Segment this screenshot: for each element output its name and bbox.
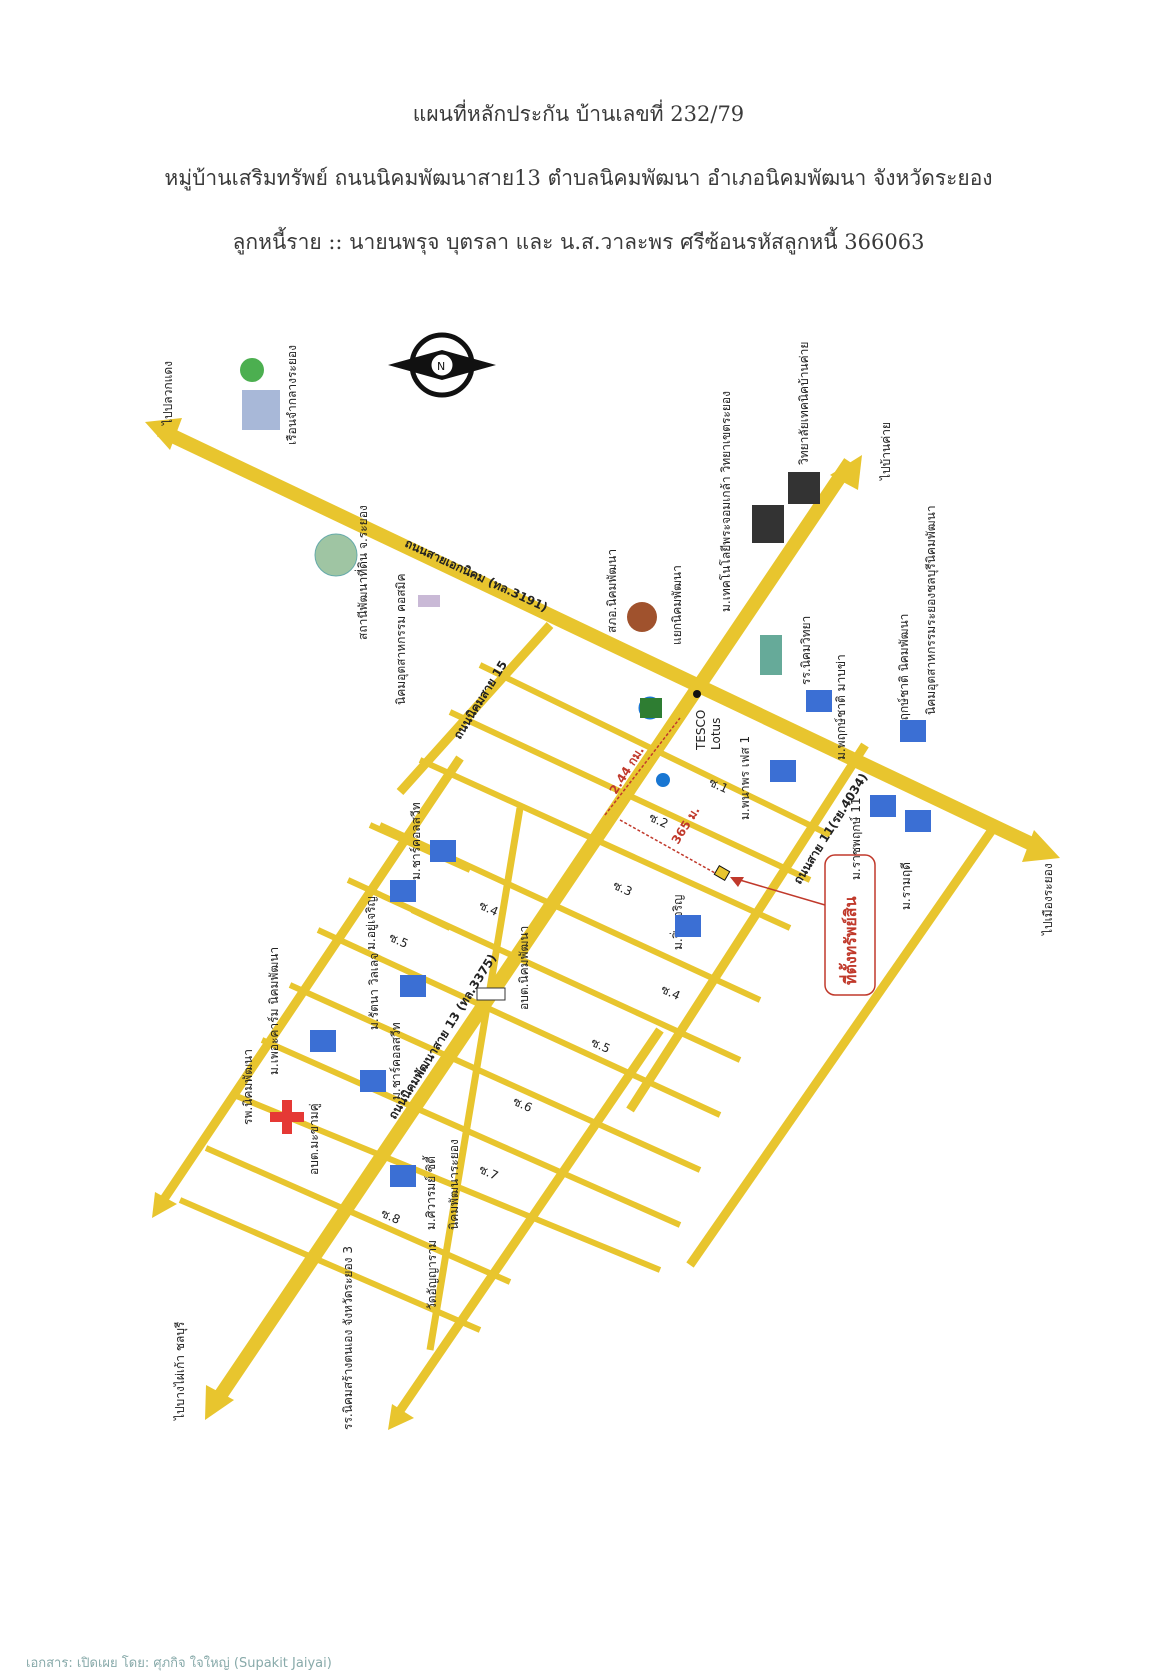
soi-label: ซ.5 [387,930,411,951]
arrow-icon [145,418,182,450]
road-13 [205,455,862,1420]
direction-pluakdaeng: ไปปลวกแดง [161,361,175,426]
house-icon [900,720,926,742]
landmark-landdev: สถานีพัฒนาที่ดิน จ.ระยอง [354,505,370,640]
village-icons [310,690,931,1187]
property-label: ที่ตั้งทรัพย์สิน [838,896,860,985]
distance-line-1 [604,717,681,816]
tesco-label: TESCO [694,710,708,751]
seal-icon [314,533,358,577]
soi-label: ซ.6 [511,1094,535,1115]
landmark-hospital: รพ.นิคมพัฒนา [241,1049,255,1125]
arrow-icon [205,1385,234,1420]
university-icon [752,505,784,543]
arrow-icon [388,1404,414,1430]
factory-icon [418,595,440,607]
map-debtor: ลูกหนี้ราย :: นายนพรุจ บุตรลา และ น.ส.วา… [232,230,925,254]
landmark-obt-makham: อบต.มะขามคู่ [307,1103,322,1175]
landmark-industrial: นิคมอุตสาหกรรมระยองชลบุรีนิคมพัฒนา [924,505,939,715]
direction-rayong: ไปเมืองระยอง [1041,863,1055,936]
house-icon [905,810,931,832]
landmark-kmitl: ม.เทคโนโลยีพระจอมเกล้า วิทยาเขตระยอง [719,391,733,612]
property-callout [824,854,876,996]
landmark-ratchapruk: ม.ราชพฤกษ์ 11 [849,798,863,881]
main-highway [145,418,1060,862]
junction-dot [693,690,701,698]
house-icon [390,1165,416,1187]
landmark-police: สภอ.นิคมพัฒนา [605,549,619,633]
landmark-nikomschool: รร.นิคมวิทยา [799,616,813,685]
soi-label: ซ.1 [707,775,731,796]
police-icon [627,602,657,632]
soi-label: ซ.7 [477,1162,501,1183]
landmark-temple: วัดอัญญาราม [425,1240,439,1310]
soi-label: ซ.3 [611,878,635,899]
landmark-obt-nikom: อบต.นิคมพัฒนา [517,926,531,1010]
lotus-label: Lotus [709,718,723,750]
landmark-charcoal: ม.ชาร์คอลสวีท [409,802,423,880]
landmark-pruksa-mapkha: ม.พฤกษ์ชาติ มาบข่า [834,654,848,760]
house-icon [310,1030,336,1052]
fuel-icon [656,773,670,787]
compass-icon: N [388,332,496,398]
arrow-icon [1022,830,1060,862]
landmark-junction: แยกนิคมพัฒนา [670,565,684,645]
landmark-school3: รร.นิคมสร้างตนเอง จังหวัดระยอง 3 [341,1246,355,1430]
direction-chonburi: ไปบางไผ่เก้า ชลบุรี [173,1321,188,1421]
soi-label: ซ.4 [477,898,501,919]
svg-text:N: N [437,360,445,373]
prison-icon [240,358,280,430]
house-icon [390,880,416,902]
landmark-prison: เรือนจำกลางระยอง [285,345,299,445]
house-icon [675,915,701,937]
bank-icon [640,698,662,718]
landmark-techcollege: วิทยาลัยเทคนิคบ้านค่าย [797,342,811,466]
house-icon [400,975,426,997]
house-icon [870,795,896,817]
landmark-perfect: ม.เพอะคาร์ม นิคมพัฒนา [267,947,281,1075]
landmark-charcoal-2: ม.ชาร์คอลสวีท [389,1022,403,1100]
landmark-nikomrayong: นิคมพัฒนาระยอง [447,1139,461,1230]
hospital-cross-icon [270,1100,304,1134]
house-icon [806,690,832,712]
soi-label: ซ.5 [589,1035,613,1056]
arrow-icon [152,1192,177,1218]
house-icon [430,840,456,862]
landmark-panaporn: ม.พนาพร เฟส 1 [738,736,752,820]
footer: เอกสาร: เปิดเผย โดย: ศุภกิจ ใจใหญ่ (Supa… [26,1656,332,1671]
property-pointer [732,877,826,906]
soi-network [178,662,832,1333]
arrow-icon [830,455,862,490]
soi-label: ซ.4 [659,982,683,1003]
road-15 [152,621,664,1430]
map-address: หมู่บ้านเสริมทรัพย์ ถนนนิคมพัฒนาสาย13 ตำ… [164,166,993,190]
school-icon [760,635,782,675]
road-11 [626,742,996,1268]
college-icon [788,472,820,504]
map-title: แผนที่หลักประกัน บ้านเลขที่ 232/79 [412,102,745,126]
distance-line-2 [619,819,716,874]
arrow-icon [730,877,744,887]
landmark-cosmic: นิคมอุตสาหกรรม คอสมิค [394,574,409,706]
house-icon [360,1070,386,1092]
landmark-rattana: ม.รัตนา วิลเลจ [367,953,381,1030]
landmarks: เรือนจำกลางระยอง สถานีพัฒนาที่ดิน จ.ระยอ… [240,342,939,1430]
house-icon [770,760,796,782]
landmark-siwarom: ม.ศิวารมย์ ซิตี้ [422,1155,438,1230]
direction-banchang: ไปบ้านค่าย [879,422,893,481]
landmark-pruksa-nikom: ม.พฤกษ์ชาติ นิคมพัฒนา [897,614,911,740]
traffic-light-icon [476,987,506,1001]
landmark-yucharoen: ม.อยู่เจริญ [364,896,379,950]
property-marker [713,864,731,882]
landmark-ramrudee: ม.รามฤดี [899,862,913,910]
